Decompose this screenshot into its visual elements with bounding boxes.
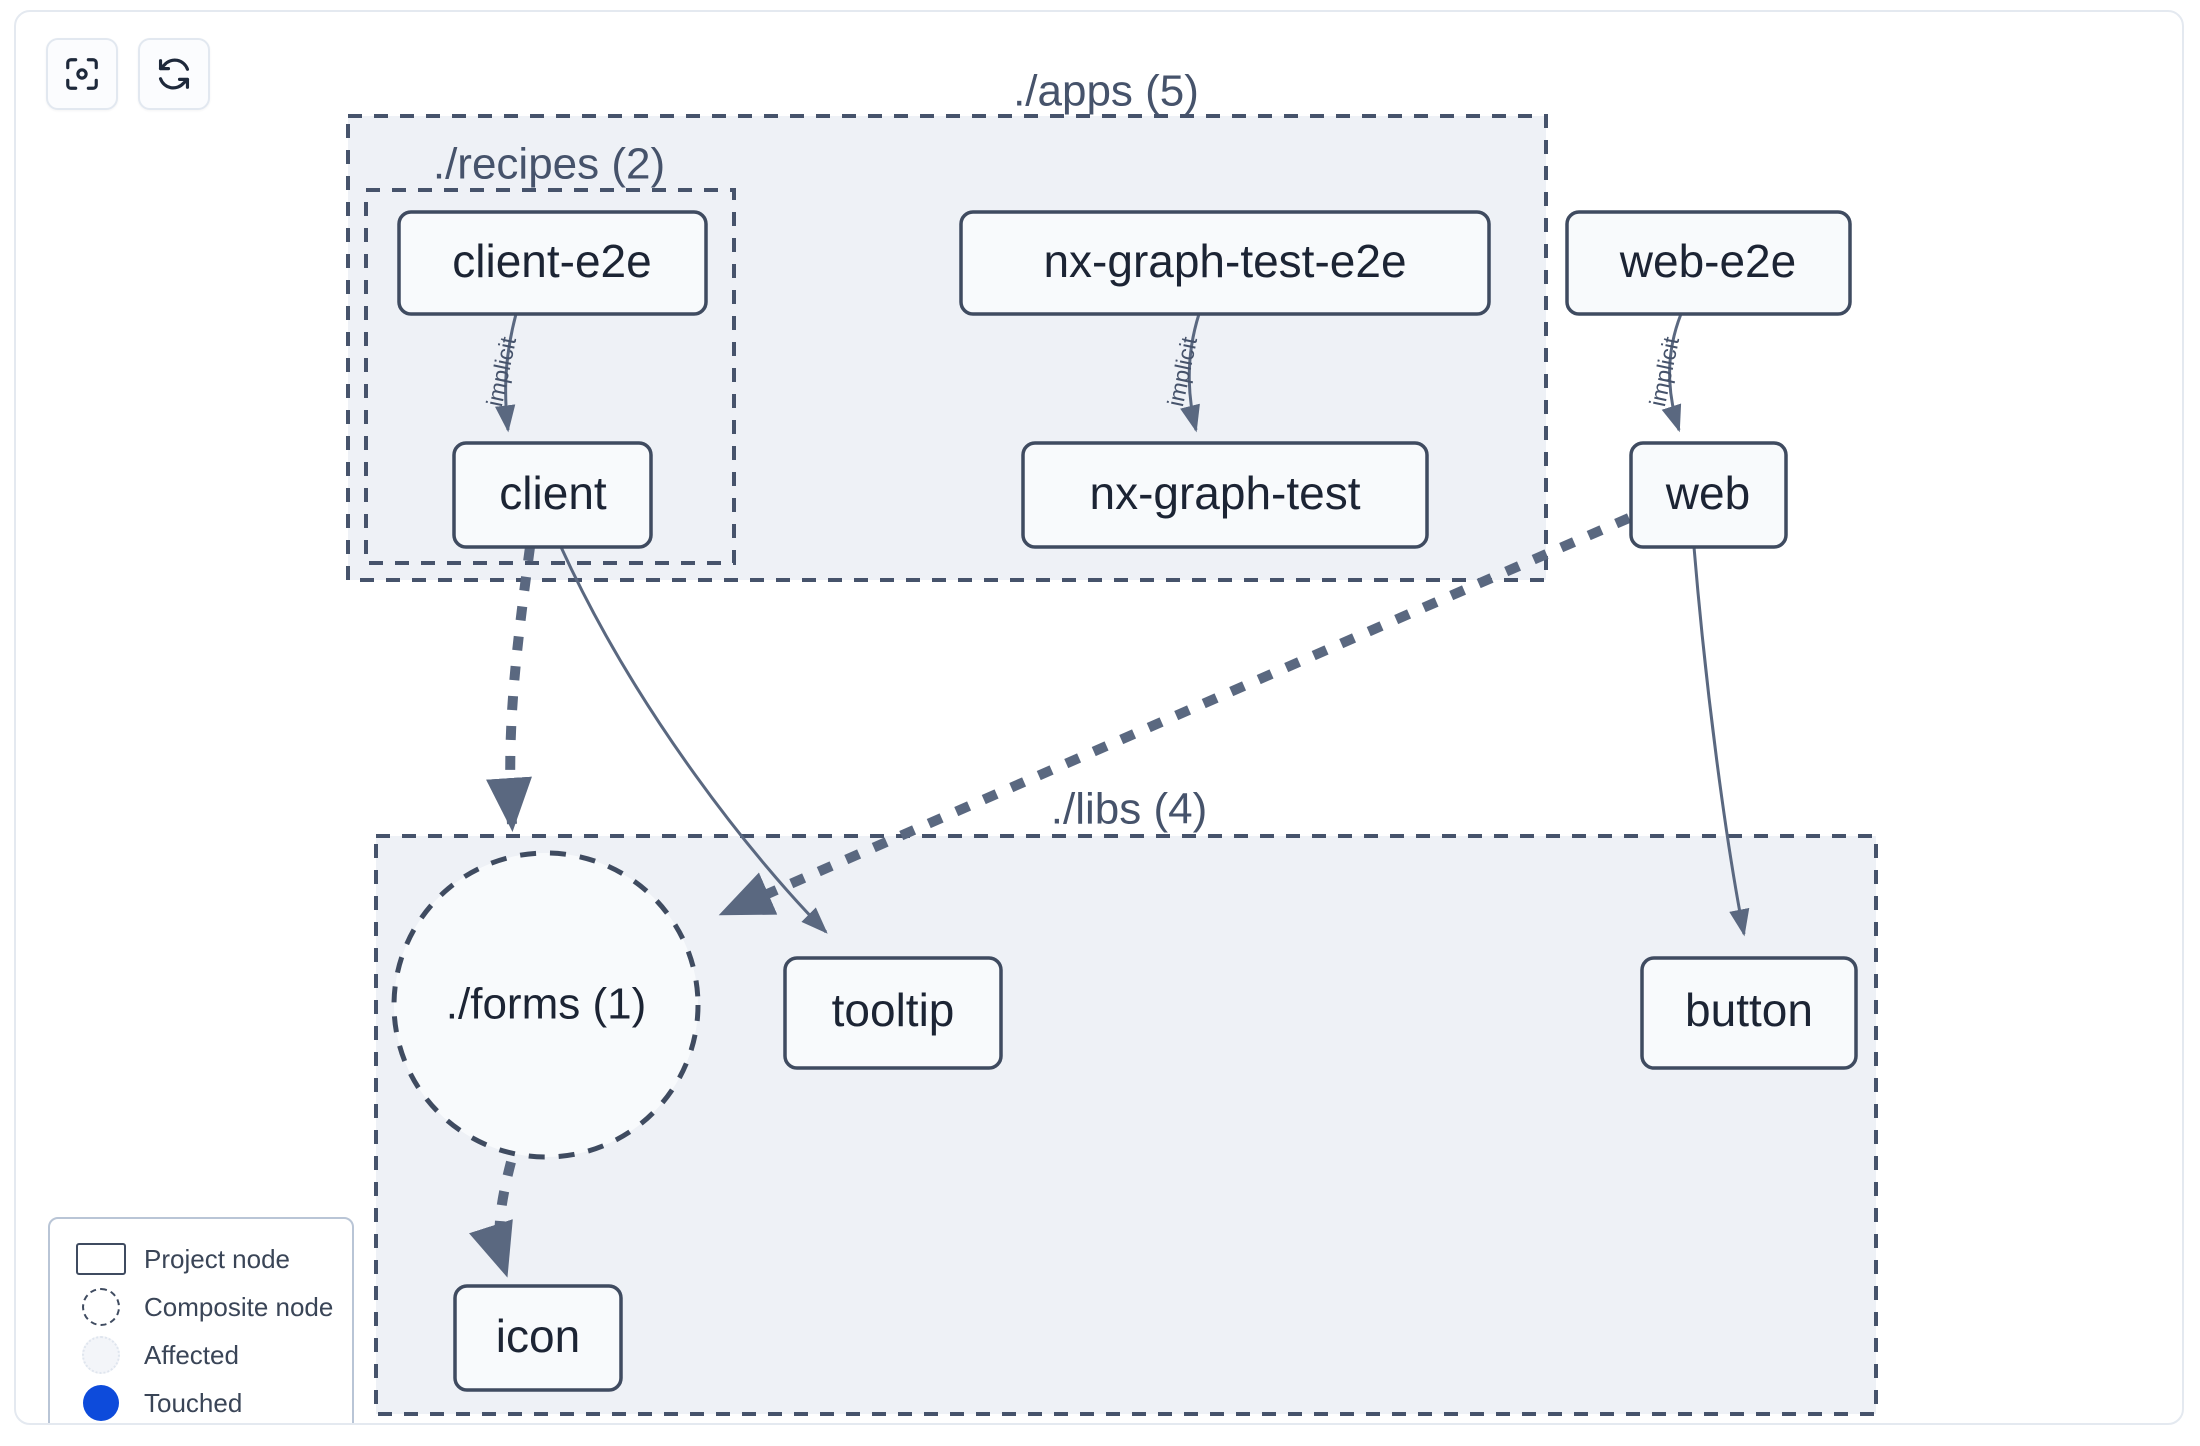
edge-client-to-forms — [486, 546, 535, 832]
edge-forms-to-icon — [469, 1160, 516, 1278]
container-apps-label: ./apps (5) — [1013, 67, 1199, 116]
focus-graph-button[interactable] — [46, 38, 118, 110]
edge-path — [1661, 313, 1683, 433]
refresh-icon — [155, 55, 193, 93]
node-box — [1565, 210, 1852, 316]
edge-web-to-forms — [718, 513, 1631, 917]
edge-path — [1180, 313, 1201, 433]
graph-canvas[interactable]: ./apps (5) ./recipes (2) ./libs (4) impl… — [16, 12, 2184, 1425]
edge-path — [486, 546, 535, 832]
node-label: client-e2e — [452, 235, 651, 287]
node-box — [452, 441, 653, 549]
affected-swatch — [74, 1336, 128, 1374]
node-tooltip[interactable]: tooltip — [783, 956, 1003, 1070]
edge-path — [559, 546, 828, 934]
node-label: web — [1665, 467, 1750, 519]
node-box — [1629, 441, 1788, 549]
node-nx-graph-test-e2e[interactable]: nx-graph-test-e2e — [959, 210, 1491, 316]
graph-legend: Project node Composite node Affected Tou… — [48, 1217, 354, 1423]
project-node-swatch — [74, 1243, 128, 1275]
node-box — [959, 210, 1491, 316]
legend-label: Project node — [144, 1243, 290, 1274]
node-label: nx-graph-test-e2e — [1043, 235, 1406, 287]
edge-web-e2e-to-web: implicit — [1644, 313, 1684, 433]
legend-item-project-node: Project node — [50, 1235, 352, 1283]
node-web[interactable]: web — [1629, 441, 1788, 549]
node-label: client — [499, 467, 607, 519]
composite-node-swatch — [74, 1288, 128, 1326]
node-label: tooltip — [832, 984, 955, 1036]
edge-path — [469, 1160, 516, 1278]
node-nx-graph-test[interactable]: nx-graph-test — [1021, 441, 1429, 549]
focus-target-icon — [63, 55, 101, 93]
node-client[interactable]: client — [452, 441, 653, 549]
legend-item-touched: Touched — [50, 1379, 352, 1423]
node-box — [1640, 956, 1858, 1070]
legend-label: Touched — [144, 1387, 243, 1418]
legend-item-composite-node: Composite node — [50, 1283, 352, 1331]
node-label: nx-graph-test — [1089, 467, 1360, 519]
node-web-e2e[interactable]: web-e2e — [1565, 210, 1852, 316]
composite-node-circle — [391, 850, 701, 1160]
node-box — [1021, 441, 1429, 549]
node-box — [453, 1284, 623, 1392]
container-libs-label: ./libs (4) — [1051, 785, 1207, 834]
refresh-graph-button[interactable] — [138, 38, 210, 110]
node-label: ./forms (1) — [446, 980, 646, 1029]
edge-path — [495, 313, 518, 433]
node-box — [783, 956, 1003, 1070]
node-client-e2e[interactable]: client-e2e — [397, 210, 708, 316]
legend-item-affected: Affected — [50, 1331, 352, 1379]
container-recipes-label: ./recipes (2) — [433, 140, 665, 189]
graph-card: ./apps (5) ./recipes (2) ./libs (4) impl… — [14, 10, 2184, 1425]
edge-path — [718, 513, 1631, 917]
legend-label: Affected — [144, 1339, 239, 1370]
edge-web-to-button — [1692, 546, 1750, 937]
node-forms[interactable]: ./forms (1) — [391, 850, 701, 1160]
node-icon[interactable]: icon — [453, 1284, 623, 1392]
node-box — [397, 210, 708, 316]
legend-label: Composite node — [144, 1291, 334, 1322]
node-label: web-e2e — [1619, 235, 1796, 287]
node-label: button — [1685, 984, 1813, 1036]
node-label: icon — [496, 1310, 580, 1362]
edge-path — [1692, 546, 1750, 937]
graph-toolbar — [46, 38, 210, 110]
edge-label-implicit: implicit — [1644, 334, 1684, 409]
edge-client-to-tooltip — [559, 546, 828, 934]
touched-swatch — [74, 1385, 128, 1421]
node-button[interactable]: button — [1640, 956, 1858, 1070]
